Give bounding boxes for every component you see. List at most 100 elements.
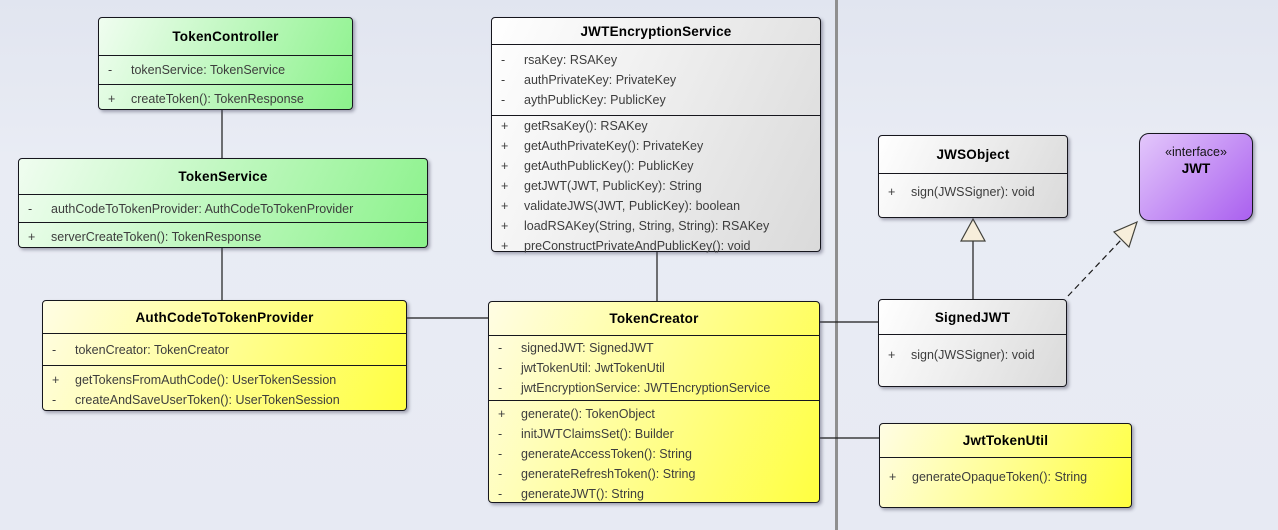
member-text: generateJWT(): String bbox=[521, 486, 644, 501]
vertical-separator-line bbox=[835, 0, 838, 530]
member-text: getAuthPrivateKey(): PrivateKey bbox=[524, 138, 704, 153]
method-row: + getAuthPublicKey(): PublicKey bbox=[492, 156, 820, 176]
member-text: tokenService: TokenService bbox=[131, 63, 286, 77]
attributes-compartment: - tokenCreator: TokenCreator bbox=[43, 333, 406, 365]
class-signedjwt[interactable]: SignedJWT + sign(JWSSigner): void bbox=[878, 299, 1067, 387]
methods-compartment: + generateOpaqueToken(): String bbox=[880, 457, 1131, 507]
visibility-marker: + bbox=[498, 406, 506, 421]
member-text: createAndSaveUserToken(): UserTokenSessi… bbox=[75, 393, 340, 407]
method-row: - generateAccessToken(): String bbox=[489, 444, 819, 464]
attribute-row: - tokenCreator: TokenCreator bbox=[43, 340, 406, 360]
class-title: TokenCreator bbox=[609, 311, 699, 326]
visibility-marker: + bbox=[501, 118, 509, 133]
class-title: JwtTokenUtil bbox=[962, 433, 1049, 448]
member-text: createToken(): TokenResponse bbox=[131, 92, 304, 106]
class-title: TokenService bbox=[178, 169, 268, 184]
visibility-marker: + bbox=[28, 230, 36, 244]
member-text: getJWT(JWT, PublicKey): String bbox=[524, 178, 702, 193]
visibility-marker: - bbox=[498, 466, 503, 481]
visibility-marker: + bbox=[889, 469, 897, 484]
visibility-marker: + bbox=[501, 158, 509, 173]
attribute-row: - signedJWT: SignedJWT bbox=[489, 338, 819, 358]
member-text: sign(JWSSigner): void bbox=[911, 184, 1035, 199]
class-authcodetotokenprovider[interactable]: AuthCodeToTokenProvider - tokenCreator: … bbox=[42, 300, 407, 411]
method-row: + validateJWS(JWT, PublicKey): boolean bbox=[492, 196, 820, 216]
visibility-marker: + bbox=[501, 218, 509, 233]
method-row: + loadRSAKey(String, String, String): RS… bbox=[492, 216, 820, 236]
member-text: loadRSAKey(String, String, String): RSAK… bbox=[524, 218, 770, 233]
member-text: generateAccessToken(): String bbox=[521, 446, 692, 461]
visibility-marker: - bbox=[52, 342, 57, 357]
interface-jwt[interactable]: «interface» JWT bbox=[1139, 133, 1253, 221]
method-row: + generate(): TokenObject bbox=[489, 404, 819, 424]
member-text: signedJWT: SignedJWT bbox=[521, 341, 654, 355]
visibility-marker: + bbox=[501, 238, 509, 253]
member-text: getAuthPublicKey(): PublicKey bbox=[524, 158, 694, 173]
realization-arrowhead-icon bbox=[1112, 220, 1138, 249]
visibility-marker: - bbox=[52, 393, 57, 407]
visibility-marker: + bbox=[52, 373, 60, 387]
class-jwtencryptionservice[interactable]: JWTEncryptionService - rsaKey: RSAKey - … bbox=[491, 17, 821, 253]
member-text: rsaKey: RSAKey bbox=[524, 53, 618, 67]
class-jwttokenutil[interactable]: JwtTokenUtil + generateOpaqueToken(): St… bbox=[879, 423, 1132, 508]
method-row: + getJWT(JWT, PublicKey): String bbox=[492, 176, 820, 196]
methods-compartment: + sign(JWSSigner): void bbox=[879, 173, 1067, 217]
class-tokenservice[interactable]: TokenService - authCodeToTokenProvider: … bbox=[18, 158, 428, 248]
visibility-marker: - bbox=[108, 63, 113, 77]
visibility-marker: + bbox=[501, 138, 509, 153]
attributes-compartment: - signedJWT: SignedJWT - jwtTokenUtil: J… bbox=[489, 335, 819, 400]
member-text: generateOpaqueToken(): String bbox=[912, 469, 1088, 484]
visibility-marker: - bbox=[501, 93, 506, 107]
methods-compartment: + generate(): TokenObject - initJWTClaim… bbox=[489, 400, 819, 506]
attribute-row: - authPrivateKey: PrivateKey bbox=[492, 70, 820, 90]
member-text: initJWTClaimsSet(): Builder bbox=[521, 426, 674, 441]
visibility-marker: + bbox=[501, 178, 509, 193]
class-title: SignedJWT bbox=[934, 309, 1011, 325]
method-row: - createAndSaveUserToken(): UserTokenSes… bbox=[43, 390, 406, 410]
attribute-row: - jwtEncryptionService: JWTEncryptionSer… bbox=[489, 378, 819, 398]
member-text: serverCreateToken(): TokenResponse bbox=[51, 230, 262, 244]
member-text: authCodeToTokenProvider: AuthCodeToToken… bbox=[51, 201, 354, 216]
member-text: jwtTokenUtil: JwtTokenUtil bbox=[521, 361, 665, 375]
method-row: + serverCreateToken(): TokenResponse bbox=[19, 227, 427, 247]
method-row: + sign(JWSSigner): void bbox=[879, 345, 1035, 365]
member-text: generateRefreshToken(): String bbox=[521, 466, 696, 481]
visibility-marker: - bbox=[501, 73, 506, 87]
method-row: + getTokensFromAuthCode(): UserTokenSess… bbox=[43, 370, 406, 390]
attribute-row: - authCodeToTokenProvider: AuthCodeToTok… bbox=[19, 199, 427, 219]
methods-compartment: + getTokensFromAuthCode(): UserTokenSess… bbox=[43, 365, 406, 414]
class-tokencreator[interactable]: TokenCreator - signedJWT: SignedJWT - jw… bbox=[488, 301, 820, 503]
member-text: jwtEncryptionService: JWTEncryptionServi… bbox=[521, 381, 771, 395]
visibility-marker: + bbox=[888, 347, 896, 362]
class-tokencontroller[interactable]: TokenController - tokenService: TokenSer… bbox=[98, 17, 353, 110]
attribute-row: - aythPublicKey: PublicKey bbox=[492, 90, 820, 110]
method-row: + getAuthPrivateKey(): PrivateKey bbox=[492, 136, 820, 156]
class-title: JWSObject bbox=[936, 147, 1010, 162]
member-text: generate(): TokenObject bbox=[521, 406, 655, 421]
methods-compartment: + serverCreateToken(): TokenResponse bbox=[19, 222, 427, 251]
visibility-marker: - bbox=[498, 341, 503, 355]
method-row: + sign(JWSSigner): void bbox=[879, 182, 1035, 202]
member-text: authPrivateKey: PrivateKey bbox=[524, 73, 677, 87]
visibility-marker: + bbox=[108, 92, 116, 106]
member-text: preConstructPrivateAndPublicKey(): void bbox=[524, 238, 751, 253]
visibility-marker: - bbox=[498, 381, 503, 395]
attributes-compartment: - tokenService: TokenService bbox=[99, 55, 352, 84]
class-jwsobject[interactable]: JWSObject + sign(JWSSigner): void bbox=[878, 135, 1068, 218]
attribute-row: - rsaKey: RSAKey bbox=[492, 50, 820, 70]
method-row: + getRsaKey(): RSAKey bbox=[492, 116, 820, 136]
attribute-row: - tokenService: TokenService bbox=[99, 60, 352, 80]
attributes-compartment: - authCodeToTokenProvider: AuthCodeToTok… bbox=[19, 194, 427, 222]
visibility-marker: - bbox=[498, 426, 503, 441]
class-title: AuthCodeToTokenProvider bbox=[135, 309, 314, 325]
methods-compartment: + sign(JWSSigner): void bbox=[879, 334, 1066, 386]
member-text: getRsaKey(): RSAKey bbox=[524, 118, 648, 133]
method-row: - generateJWT(): String bbox=[489, 484, 819, 504]
member-text: tokenCreator: TokenCreator bbox=[75, 342, 230, 357]
edge-signedjwt-jwt-realization[interactable] bbox=[1067, 239, 1122, 297]
visibility-marker: - bbox=[498, 446, 503, 461]
stereotype-label: «interface» bbox=[1165, 145, 1227, 159]
member-text: validateJWS(JWT, PublicKey): boolean bbox=[524, 198, 741, 213]
generalization-arrowhead-icon bbox=[959, 217, 987, 242]
